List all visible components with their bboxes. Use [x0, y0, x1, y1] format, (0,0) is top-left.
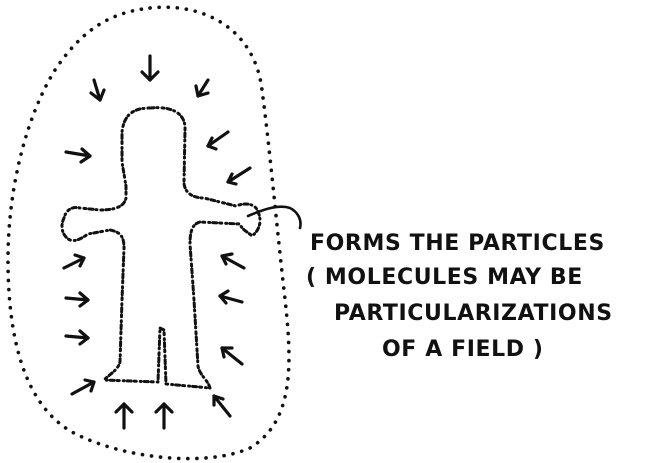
arrow-right-6: [214, 396, 230, 416]
arrow-right-5: [222, 348, 242, 364]
arrow-top-1: [91, 80, 104, 100]
caption-line-2: ( MOLECULES MAY BE: [306, 265, 583, 290]
arrow-bottom-1: [116, 404, 132, 428]
arrow-left-2: [64, 255, 84, 268]
caption-line-3: PARTICULARIZATIONS: [334, 301, 613, 326]
arrow-bottom-2: [156, 404, 172, 428]
arrow-right-1: [208, 132, 228, 149]
arrow-top-3: [196, 80, 208, 96]
caption-line-4: OF A FIELD ): [382, 337, 544, 362]
arrow-right-4: [220, 291, 242, 303]
arrow-right-3: [222, 254, 244, 268]
arrow-left-1: [66, 149, 90, 162]
arrow-left-3: [66, 293, 88, 306]
human-figure: [62, 108, 260, 388]
arrow-left-4: [66, 331, 88, 344]
arrow-left-5: [72, 380, 94, 394]
arrow-right-2: [228, 168, 250, 184]
caption-line-1: FORMS THE PARTICLES: [310, 231, 605, 256]
arrow-top-2: [142, 56, 158, 80]
